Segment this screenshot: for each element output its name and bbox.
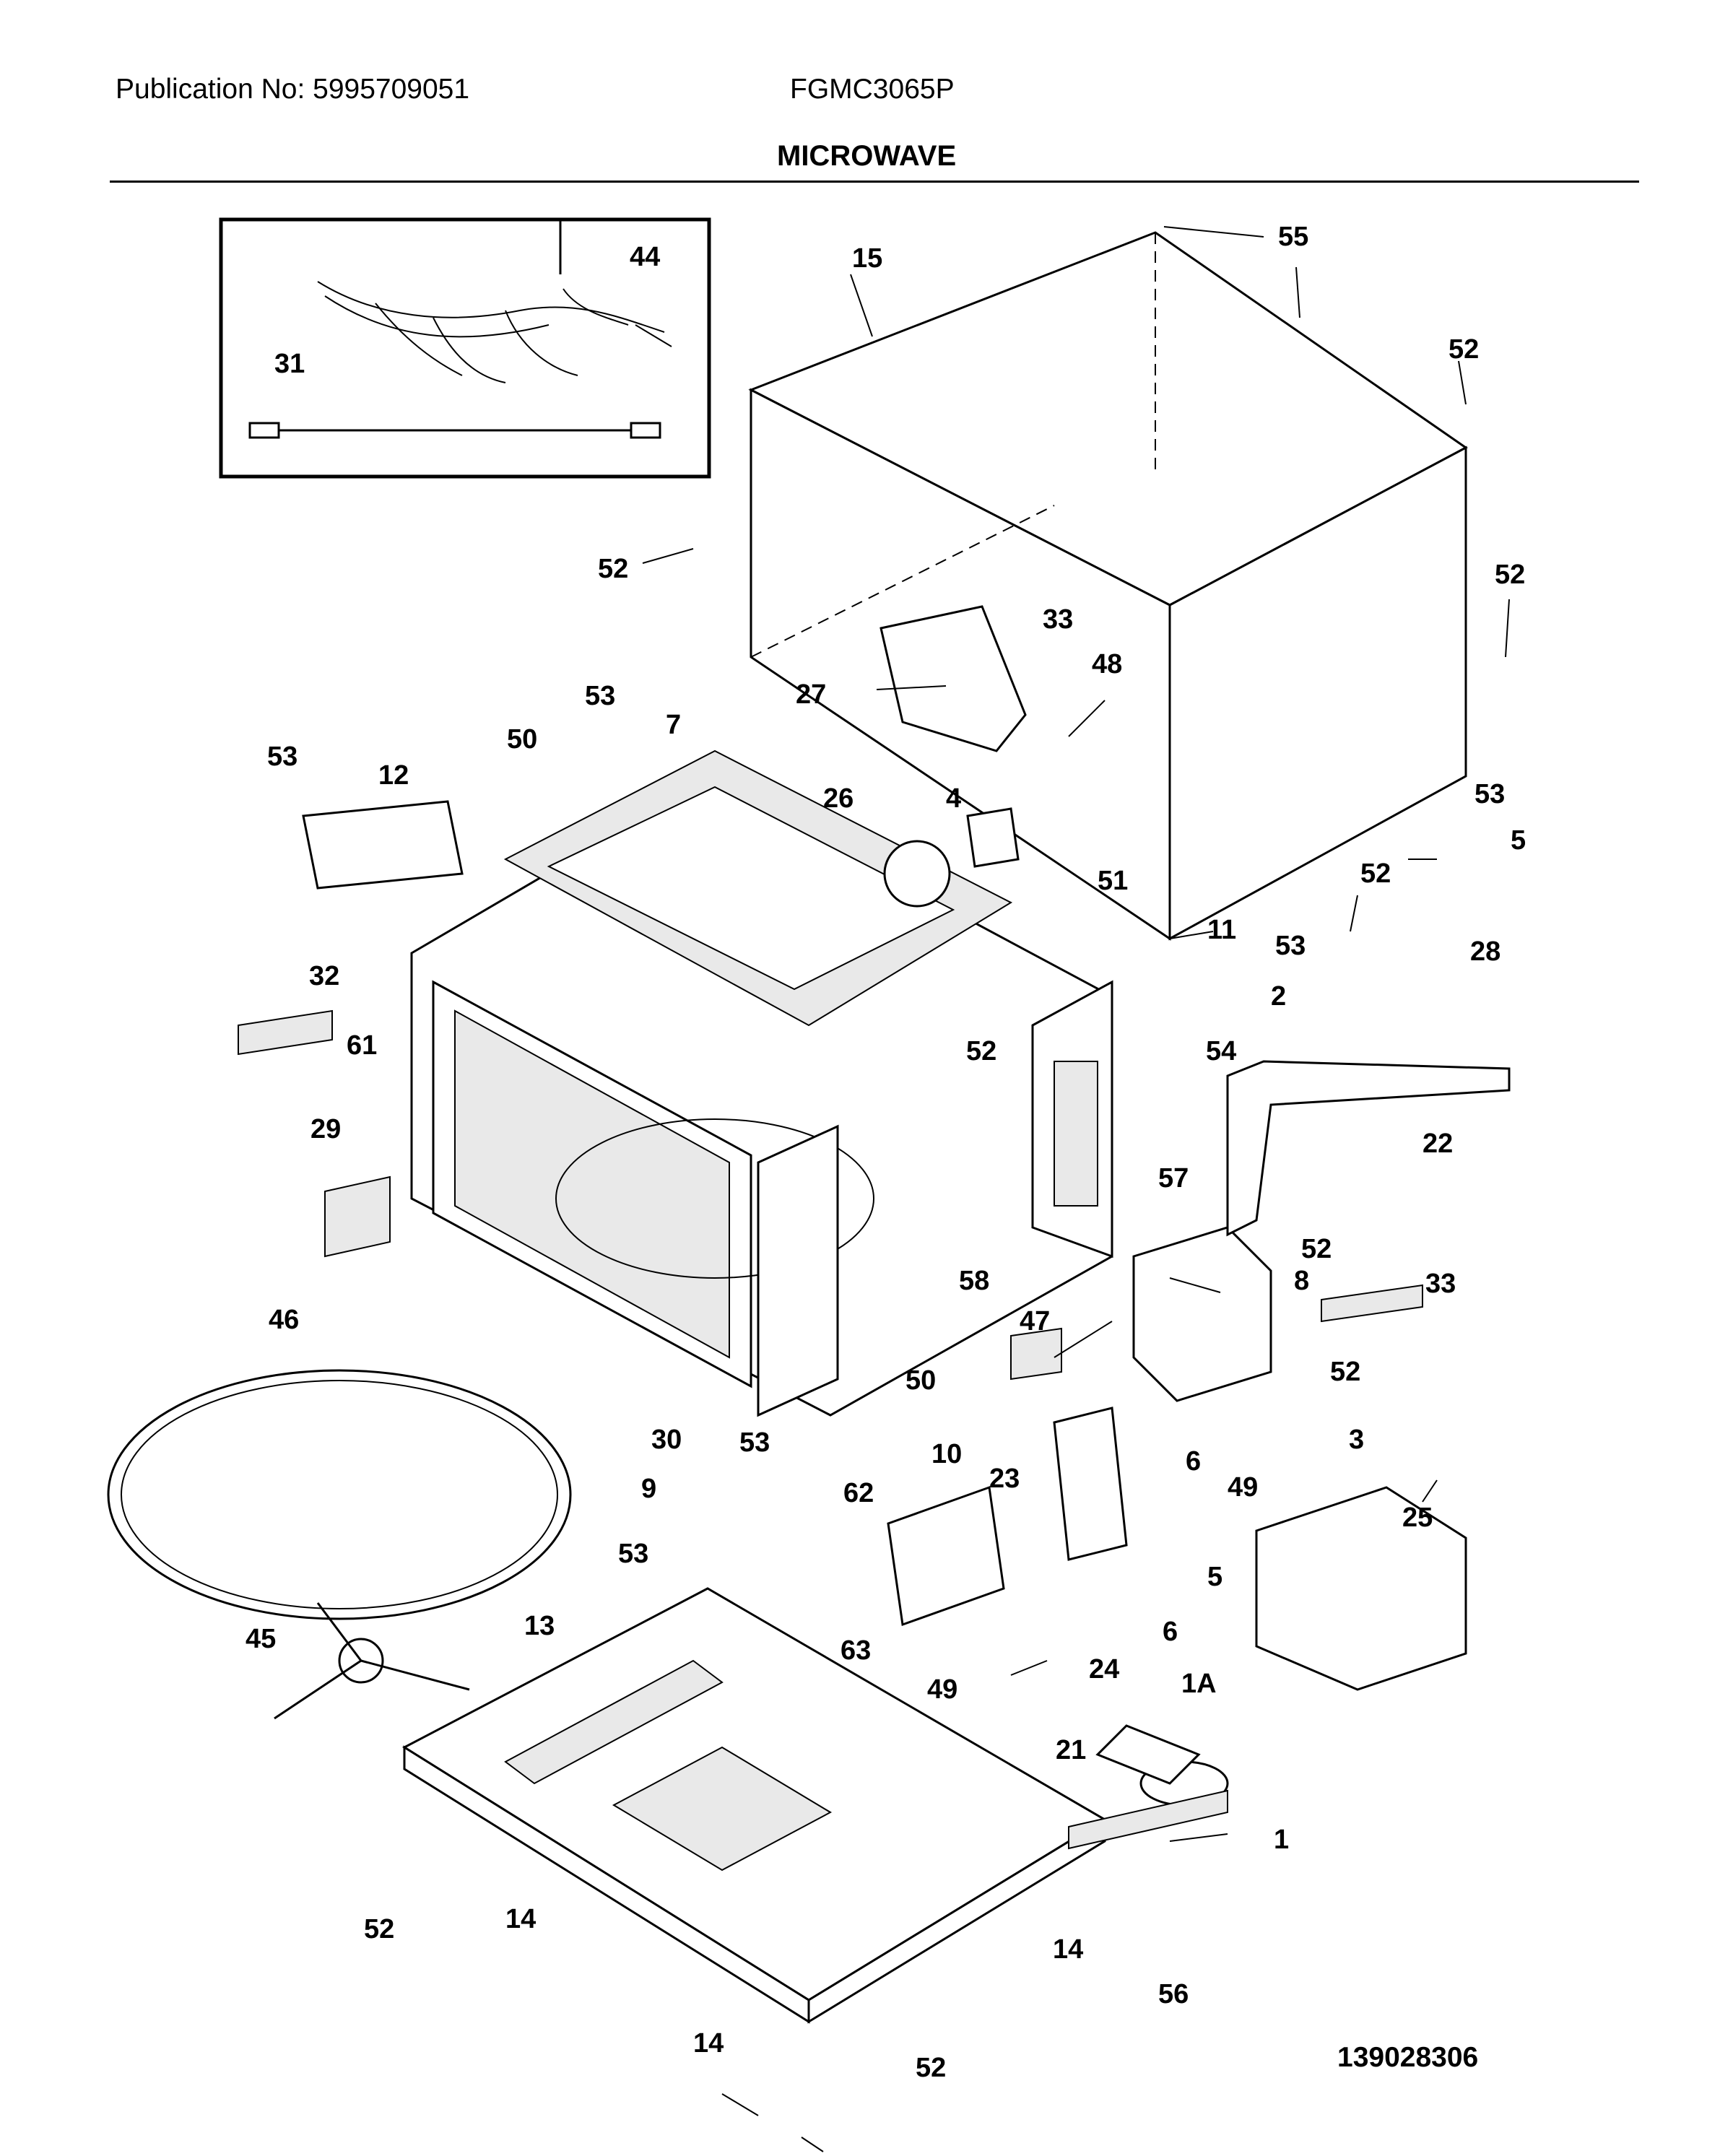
callout-53-bracket: 53 [585,681,615,711]
callout-14-left: 14 [505,1904,536,1934]
callout-1A: 1A [1181,1669,1217,1699]
callout-53-base: 53 [618,1539,648,1569]
wiring-inset [219,217,711,479]
callout-9: 9 [641,1474,656,1504]
callout-52-left: 52 [598,554,628,584]
callout-55: 55 [1278,222,1308,252]
base-plate [401,1587,1107,2024]
callout-33-top: 33 [1043,604,1073,635]
callout-56: 56 [1158,1979,1189,2009]
publication-number: Publication No: 5995709051 [116,74,470,105]
callout-26: 26 [823,783,854,814]
callout-4: 4 [946,783,961,814]
callout-31: 31 [274,349,305,379]
callout-58: 58 [959,1266,989,1296]
turntable-coupler [274,1602,470,1720]
callout-25: 25 [1402,1503,1433,1533]
callout-30: 30 [651,1425,682,1455]
diagram-number: 139028306 [1337,2042,1479,2073]
callout-6-top: 6 [1186,1446,1201,1477]
callout-24: 24 [1089,1654,1119,1685]
callout-62: 62 [843,1478,874,1508]
callout-52-base-left: 52 [364,1914,394,1944]
callout-2: 2 [1271,981,1286,1012]
callout-27: 27 [796,679,826,710]
callout-7: 7 [666,710,681,740]
callout-53-mid: 53 [1275,931,1306,961]
callout-51: 51 [1098,866,1128,896]
callout-46: 46 [269,1305,299,1335]
callout-52-mid-right: 52 [1360,859,1391,889]
turntable-roller-ring [107,1369,572,1620]
callout-3: 3 [1349,1425,1364,1455]
callout-44: 44 [630,242,660,272]
callout-10: 10 [931,1439,962,1469]
callout-1: 1 [1274,1825,1289,1855]
callout-labels: 55 15 44 31 52 52 52 33 48 27 53 53 50 7… [246,222,1526,2083]
callout-12: 12 [378,760,409,791]
callout-47: 47 [1020,1306,1050,1336]
callout-57: 57 [1158,1163,1189,1194]
callout-5-top: 5 [1511,825,1526,856]
callout-11: 11 [1207,915,1236,945]
callout-53-right: 53 [1474,779,1505,809]
callout-14-bottom: 14 [693,2028,724,2059]
callout-61: 61 [347,1030,377,1061]
callout-63: 63 [841,1635,871,1666]
side-components [238,605,1511,1850]
callout-53-lower: 53 [739,1427,770,1458]
callout-6-bottom: 6 [1163,1617,1178,1647]
callout-48: 48 [1092,649,1122,679]
callout-23: 23 [989,1464,1020,1494]
callout-49-lower: 49 [927,1674,957,1705]
callout-52-transformer: 52 [1301,1234,1332,1264]
callout-32: 32 [309,961,339,991]
callout-49-right: 49 [1228,1472,1258,1503]
header-divider [110,181,1639,183]
callout-15: 15 [852,243,882,274]
callout-21: 21 [1056,1735,1086,1765]
callout-52-lower-right: 52 [1330,1357,1360,1387]
callout-45: 45 [246,1624,276,1654]
callout-22: 22 [1423,1129,1453,1159]
leader-lines [642,226,1510,2152]
callout-52-right: 52 [1495,560,1525,590]
callout-50-top: 50 [507,724,537,755]
model-number: FGMC3065P [790,74,955,105]
oven-cavity [410,749,1113,1417]
callout-54: 54 [1206,1036,1236,1066]
callout-53-left: 53 [267,742,297,772]
callout-8: 8 [1294,1266,1309,1296]
callout-52-cavity: 52 [966,1036,996,1066]
page-title: MICROWAVE [777,140,957,172]
callout-52-top-right: 52 [1448,334,1479,365]
callout-13: 13 [524,1611,555,1641]
callout-5-bottom: 5 [1207,1562,1222,1592]
callout-33-right: 33 [1425,1269,1456,1299]
callout-14-right: 14 [1053,1934,1083,1965]
callout-28: 28 [1470,936,1500,967]
callout-29: 29 [310,1114,341,1144]
callout-52-bottom: 52 [916,2053,946,2083]
callout-50-bottom: 50 [905,1365,936,1396]
